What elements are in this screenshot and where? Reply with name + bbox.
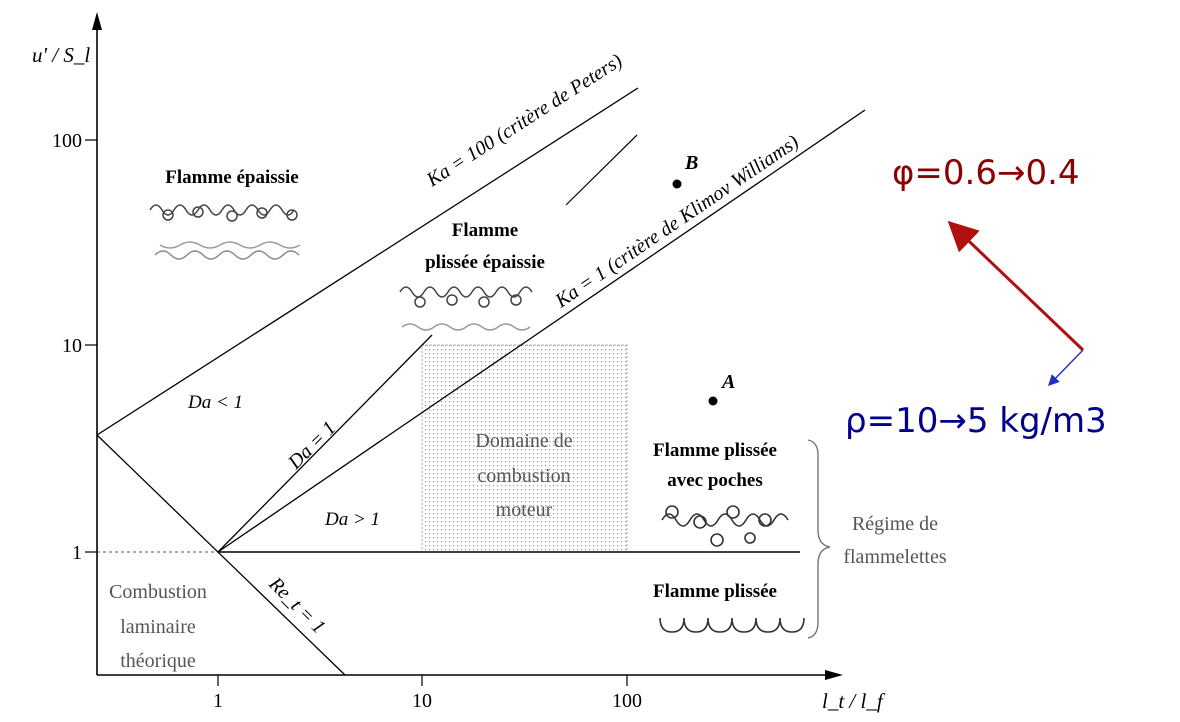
thick-wrinkled-label-1: Flamme	[452, 220, 518, 241]
ka1-label: Ka = 1 (critère de Klimov Williams)	[551, 131, 804, 313]
blue-arrow	[1048, 349, 1084, 387]
rho-annotation: ρ=10→5 kg/m3	[845, 401, 1107, 441]
y-tick-label-1: 1	[72, 542, 82, 564]
ka100-line	[96, 87, 639, 436]
ka1-line	[217, 109, 866, 553]
y-axis-label: u' / S_l	[32, 43, 90, 67]
re1-line	[96, 434, 346, 676]
pocket-flame-sketch	[661, 505, 789, 547]
point-b-marker	[672, 179, 682, 189]
point-a-marker	[708, 396, 718, 406]
engine-domain-label-2: combustion	[477, 465, 570, 487]
thick-wrinkled-flame-sketch	[399, 286, 533, 331]
red-arrow	[947, 220, 1085, 352]
ka100-label: Ka = 100 (critère de Peters)	[422, 50, 627, 192]
parallel-segment	[565, 134, 638, 206]
flamelet-brace	[807, 439, 831, 639]
da1-label: Da = 1	[283, 417, 340, 474]
x-axis-label: l_t / l_f	[822, 689, 886, 713]
regime-label-1: Régime de	[852, 513, 938, 535]
laminar-label-3: théorique	[120, 650, 196, 672]
laminar-label-1: Combustion	[109, 581, 207, 603]
thick-flame-sketch	[149, 204, 301, 260]
x-tick-label-100: 100	[612, 690, 642, 712]
y-tick-label-100: 100	[52, 130, 82, 152]
point-b-label: B	[684, 152, 698, 174]
pockets-label-1: Flamme plissée	[653, 440, 777, 461]
point-a-label: A	[720, 371, 735, 393]
da1-line	[217, 334, 433, 553]
engine-domain-label-3: moteur	[496, 499, 553, 521]
engine-domain-label-1: Domaine de	[475, 430, 572, 452]
x-tick-label-10: 10	[412, 690, 432, 712]
y-tick-label-10: 10	[62, 335, 82, 357]
regime-label-2: flammelettes	[843, 546, 947, 568]
wrinkled-flame-sketch	[659, 617, 805, 633]
laminar-label-2: laminaire	[120, 616, 196, 638]
wrinkled-label: Flamme plissée	[653, 581, 777, 602]
thick-wrinkled-label-2: plissée épaissie	[425, 252, 545, 273]
da-greater-label: Da > 1	[324, 509, 380, 530]
phi-annotation: φ=0.6→0.4	[892, 153, 1080, 193]
engine-domain-box	[421, 344, 628, 553]
x-axis-arrowhead	[825, 670, 843, 680]
x-tick-label-1: 1	[213, 690, 223, 712]
da-less-label: Da < 1	[187, 392, 243, 413]
y-axis-arrowhead	[92, 12, 102, 30]
thick-flame-label: Flamme épaissie	[165, 167, 299, 188]
pockets-label-2: avec poches	[667, 470, 763, 491]
